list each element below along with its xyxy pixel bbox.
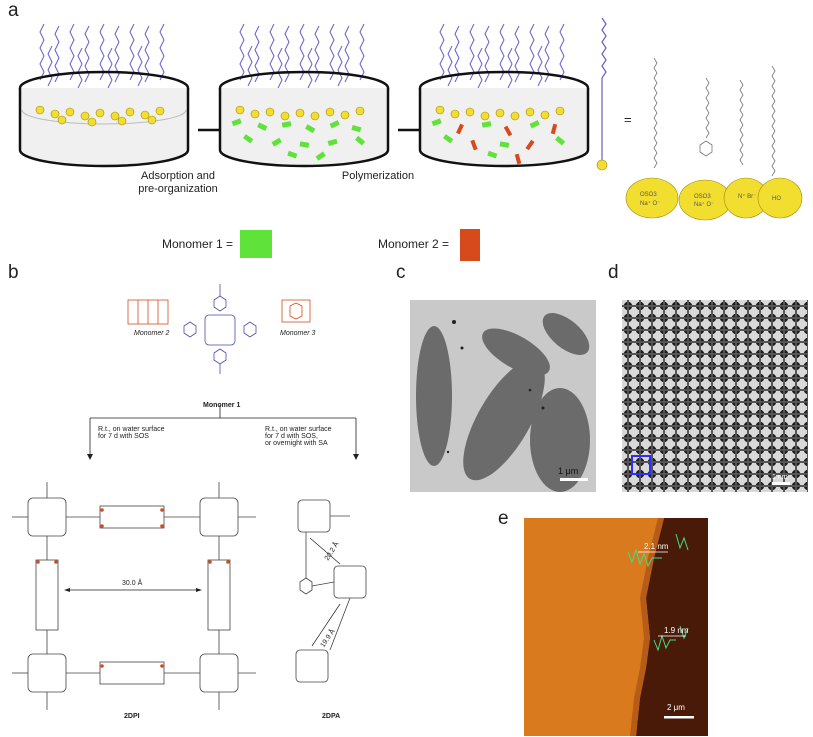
afm-image — [524, 518, 708, 736]
condition-left: R.t., on water surface for 7 d with SOS — [98, 426, 208, 440]
tem-scale-label: 1 μm — [558, 466, 579, 476]
panel-d-letter: d — [608, 262, 619, 283]
monomer3-structure — [281, 299, 311, 323]
panel-b-scheme — [12, 284, 367, 710]
monomer1-swatch — [240, 230, 272, 258]
svg-text:Na⁺ O⁻: Na⁺ O⁻ — [694, 201, 714, 208]
afm-scale-label: 2 μm — [667, 703, 685, 712]
step1-caption-line2: pre-organization — [138, 183, 218, 195]
dish-3 — [418, 23, 590, 168]
lattice-scale-label: 1 nm — [772, 474, 788, 481]
panel-a-letter: a — [8, 0, 19, 21]
monomer1-structure — [183, 284, 257, 374]
step1-caption: Adsorption and pre-organization — [118, 170, 238, 196]
monomer2-swatch — [460, 229, 480, 261]
afm-height-1: 2.1 nm — [644, 542, 669, 551]
step2-caption: Polymerization — [341, 170, 415, 182]
svg-text:N⁺ Br⁻: N⁺ Br⁻ — [738, 193, 756, 200]
condition-left-line2: for 7 d with SOS — [98, 433, 149, 440]
product-2dpi: 2DPI — [124, 713, 140, 720]
spacing-right-arrow-1 — [309, 537, 341, 565]
product-2dpa: 2DPA — [322, 713, 341, 720]
monomer3-label-b: Monomer 3 — [280, 330, 316, 337]
svg-text:HO: HO — [772, 196, 781, 202]
surfactant-molecules — [653, 57, 776, 177]
surfactant-legend — [596, 17, 608, 171]
condition-left-line1: R.t., on water surface — [98, 426, 165, 433]
svg-text:Na⁺ O⁻: Na⁺ O⁻ — [640, 200, 660, 207]
2dpa-network — [295, 499, 367, 683]
monomer2-structure — [127, 299, 169, 325]
monomer1-label: Monomer 1 = — [162, 237, 234, 251]
monomer2-label-b: Monomer 2 — [134, 330, 170, 337]
panel-b-letter: b — [8, 262, 19, 283]
condition-right-line2: for 7 d with SOS, — [265, 433, 318, 440]
spacing-right-arrow-2 — [311, 603, 341, 647]
dish-2 — [218, 23, 390, 168]
dish-1 — [18, 23, 190, 168]
svg-text:OSO3: OSO3 — [694, 194, 711, 200]
panel-c-letter: c — [396, 262, 406, 283]
lattice-image — [622, 300, 808, 492]
monomer1-label-b: Monomer 1 — [203, 402, 241, 409]
equals-sign: = — [624, 112, 632, 127]
step1-caption-line1: Adsorption and — [141, 170, 215, 182]
condition-right-line1: R.t., on water surface — [265, 426, 332, 433]
condition-right-line3: or overnight with SA — [265, 440, 328, 447]
spacing-left-label: 30.0 Å — [122, 580, 143, 587]
condition-right: R.t., on water surface for 7 d with SOS,… — [265, 426, 375, 447]
afm-height-2: 1.9 nm — [664, 626, 689, 635]
panel-e-letter: e — [498, 508, 509, 529]
monomer2-label: Monomer 2 = — [378, 237, 450, 251]
head-groups — [625, 177, 803, 221]
svg-text:OSO3: OSO3 — [640, 192, 657, 198]
2dpi-network — [12, 482, 256, 710]
tem-image — [410, 300, 596, 492]
